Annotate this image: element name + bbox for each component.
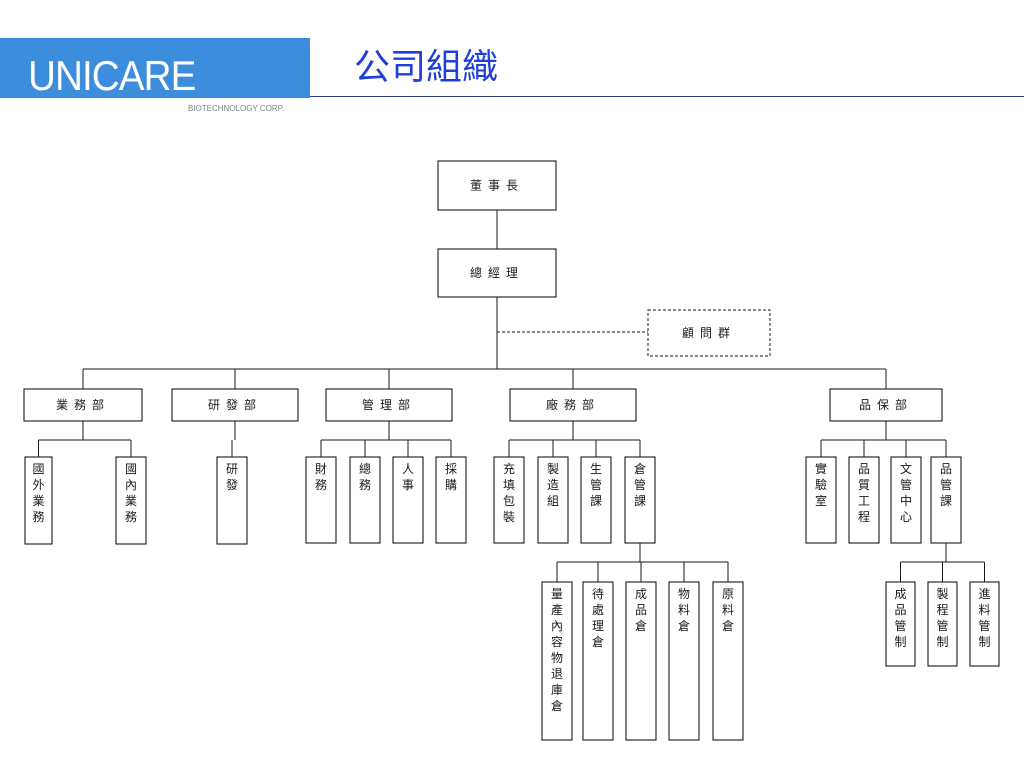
dept-3-unit-3-label: 人事 — [402, 462, 414, 492]
dept-4-label: 廠務部 — [546, 397, 600, 412]
general-manager-box — [437, 248, 557, 298]
logo-band — [0, 38, 310, 98]
dept-5-sub-1-box — [885, 581, 916, 667]
dept-4-unit-3-box — [580, 456, 612, 544]
page-title: 公司組織 — [354, 47, 499, 88]
advisors-box — [647, 309, 771, 357]
dept-5-unit-2-label: 品質工程 — [858, 462, 870, 524]
dept-1-unit-1-label: 國外業務 — [32, 462, 44, 524]
dept-4-sub-1-box — [541, 581, 573, 741]
dept-3-unit-1-label: 財務 — [315, 461, 327, 492]
dept-5-sub-3-label: 進料管制 — [978, 587, 990, 649]
dept-2-unit-1-label: 研發 — [226, 462, 238, 492]
dept-5-box — [829, 388, 943, 422]
dept-3-label: 管理部 — [362, 397, 416, 412]
dept-1-unit-1-box — [24, 456, 53, 545]
advisors-label: 顧問群 — [682, 325, 736, 340]
dept-2-label: 研發部 — [208, 397, 262, 412]
dept-1-box — [23, 388, 143, 422]
dept-3-box — [325, 388, 453, 422]
dept-3-unit-4-label: 採購 — [445, 462, 457, 492]
dept-3-unit-2-box — [349, 456, 381, 544]
dept-4-unit-2-label: 製造組 — [547, 462, 559, 508]
dept-1-label: 業務部 — [56, 397, 110, 412]
general-manager-label: 總經理 — [470, 265, 524, 280]
dept-4-unit-4-box — [624, 456, 656, 544]
dept-4-unit-3-label: 生管課 — [590, 462, 602, 508]
dept-5-unit-4-box — [930, 456, 962, 544]
dept-5-sub-3-box — [969, 581, 1000, 667]
dept-5-sub-1-label: 成品管制 — [894, 587, 906, 649]
title-rule — [310, 96, 1024, 97]
dept-5-label: 品保部 — [859, 397, 913, 412]
dept-5-unit-3-label: 文管中心 — [900, 461, 912, 524]
dept-4-sub-2-box — [582, 581, 614, 741]
dept-4-sub-5-box — [712, 581, 744, 741]
dept-4-box — [509, 388, 637, 422]
dept-1-unit-2-label: 國內業務 — [125, 462, 137, 524]
dept-4-sub-3-box — [625, 581, 657, 741]
company-logo: UNICARE — [28, 52, 196, 99]
dept-5-unit-1-label: 實驗室 — [815, 461, 827, 508]
dept-4-sub-4-box — [668, 581, 700, 741]
dept-3-unit-1-box — [305, 456, 337, 544]
dept-5-sub-2-label: 製程管制 — [936, 587, 948, 649]
dept-4-unit-4-label: 倉管課 — [634, 461, 646, 508]
dept-2-unit-1-box — [216, 456, 248, 545]
dept-4-sub-4-label: 物料倉 — [678, 587, 690, 633]
dept-2-box — [171, 388, 299, 422]
dept-4-unit-1-label: 充填包裝 — [503, 461, 515, 524]
dept-4-sub-5-label: 原料倉 — [722, 587, 734, 633]
dept-4-sub-3-label: 成品倉 — [635, 587, 647, 633]
dept-4-unit-1-box — [493, 456, 525, 544]
dept-4-sub-2-label: 待處理倉 — [592, 587, 604, 649]
dept-5-unit-3-box — [890, 456, 922, 544]
dept-5-unit-4-label: 品管課 — [940, 462, 952, 508]
dept-3-unit-2-label: 總務 — [359, 461, 371, 492]
dept-5-unit-1-box — [805, 456, 837, 544]
dept-1-unit-2-box — [115, 456, 147, 545]
dept-4-unit-2-box — [537, 456, 569, 544]
dept-5-unit-2-box — [848, 456, 880, 544]
logo-subtext: BIOTECHNOLOGY CORP. — [188, 104, 285, 113]
chairman-label: 董事長 — [470, 179, 524, 193]
dept-5-sub-2-box — [927, 581, 958, 667]
dept-3-unit-4-box — [435, 456, 467, 544]
dept-3-unit-3-box — [392, 456, 424, 544]
dept-4-sub-1-label: 量產內容物退庫倉 — [551, 587, 563, 713]
